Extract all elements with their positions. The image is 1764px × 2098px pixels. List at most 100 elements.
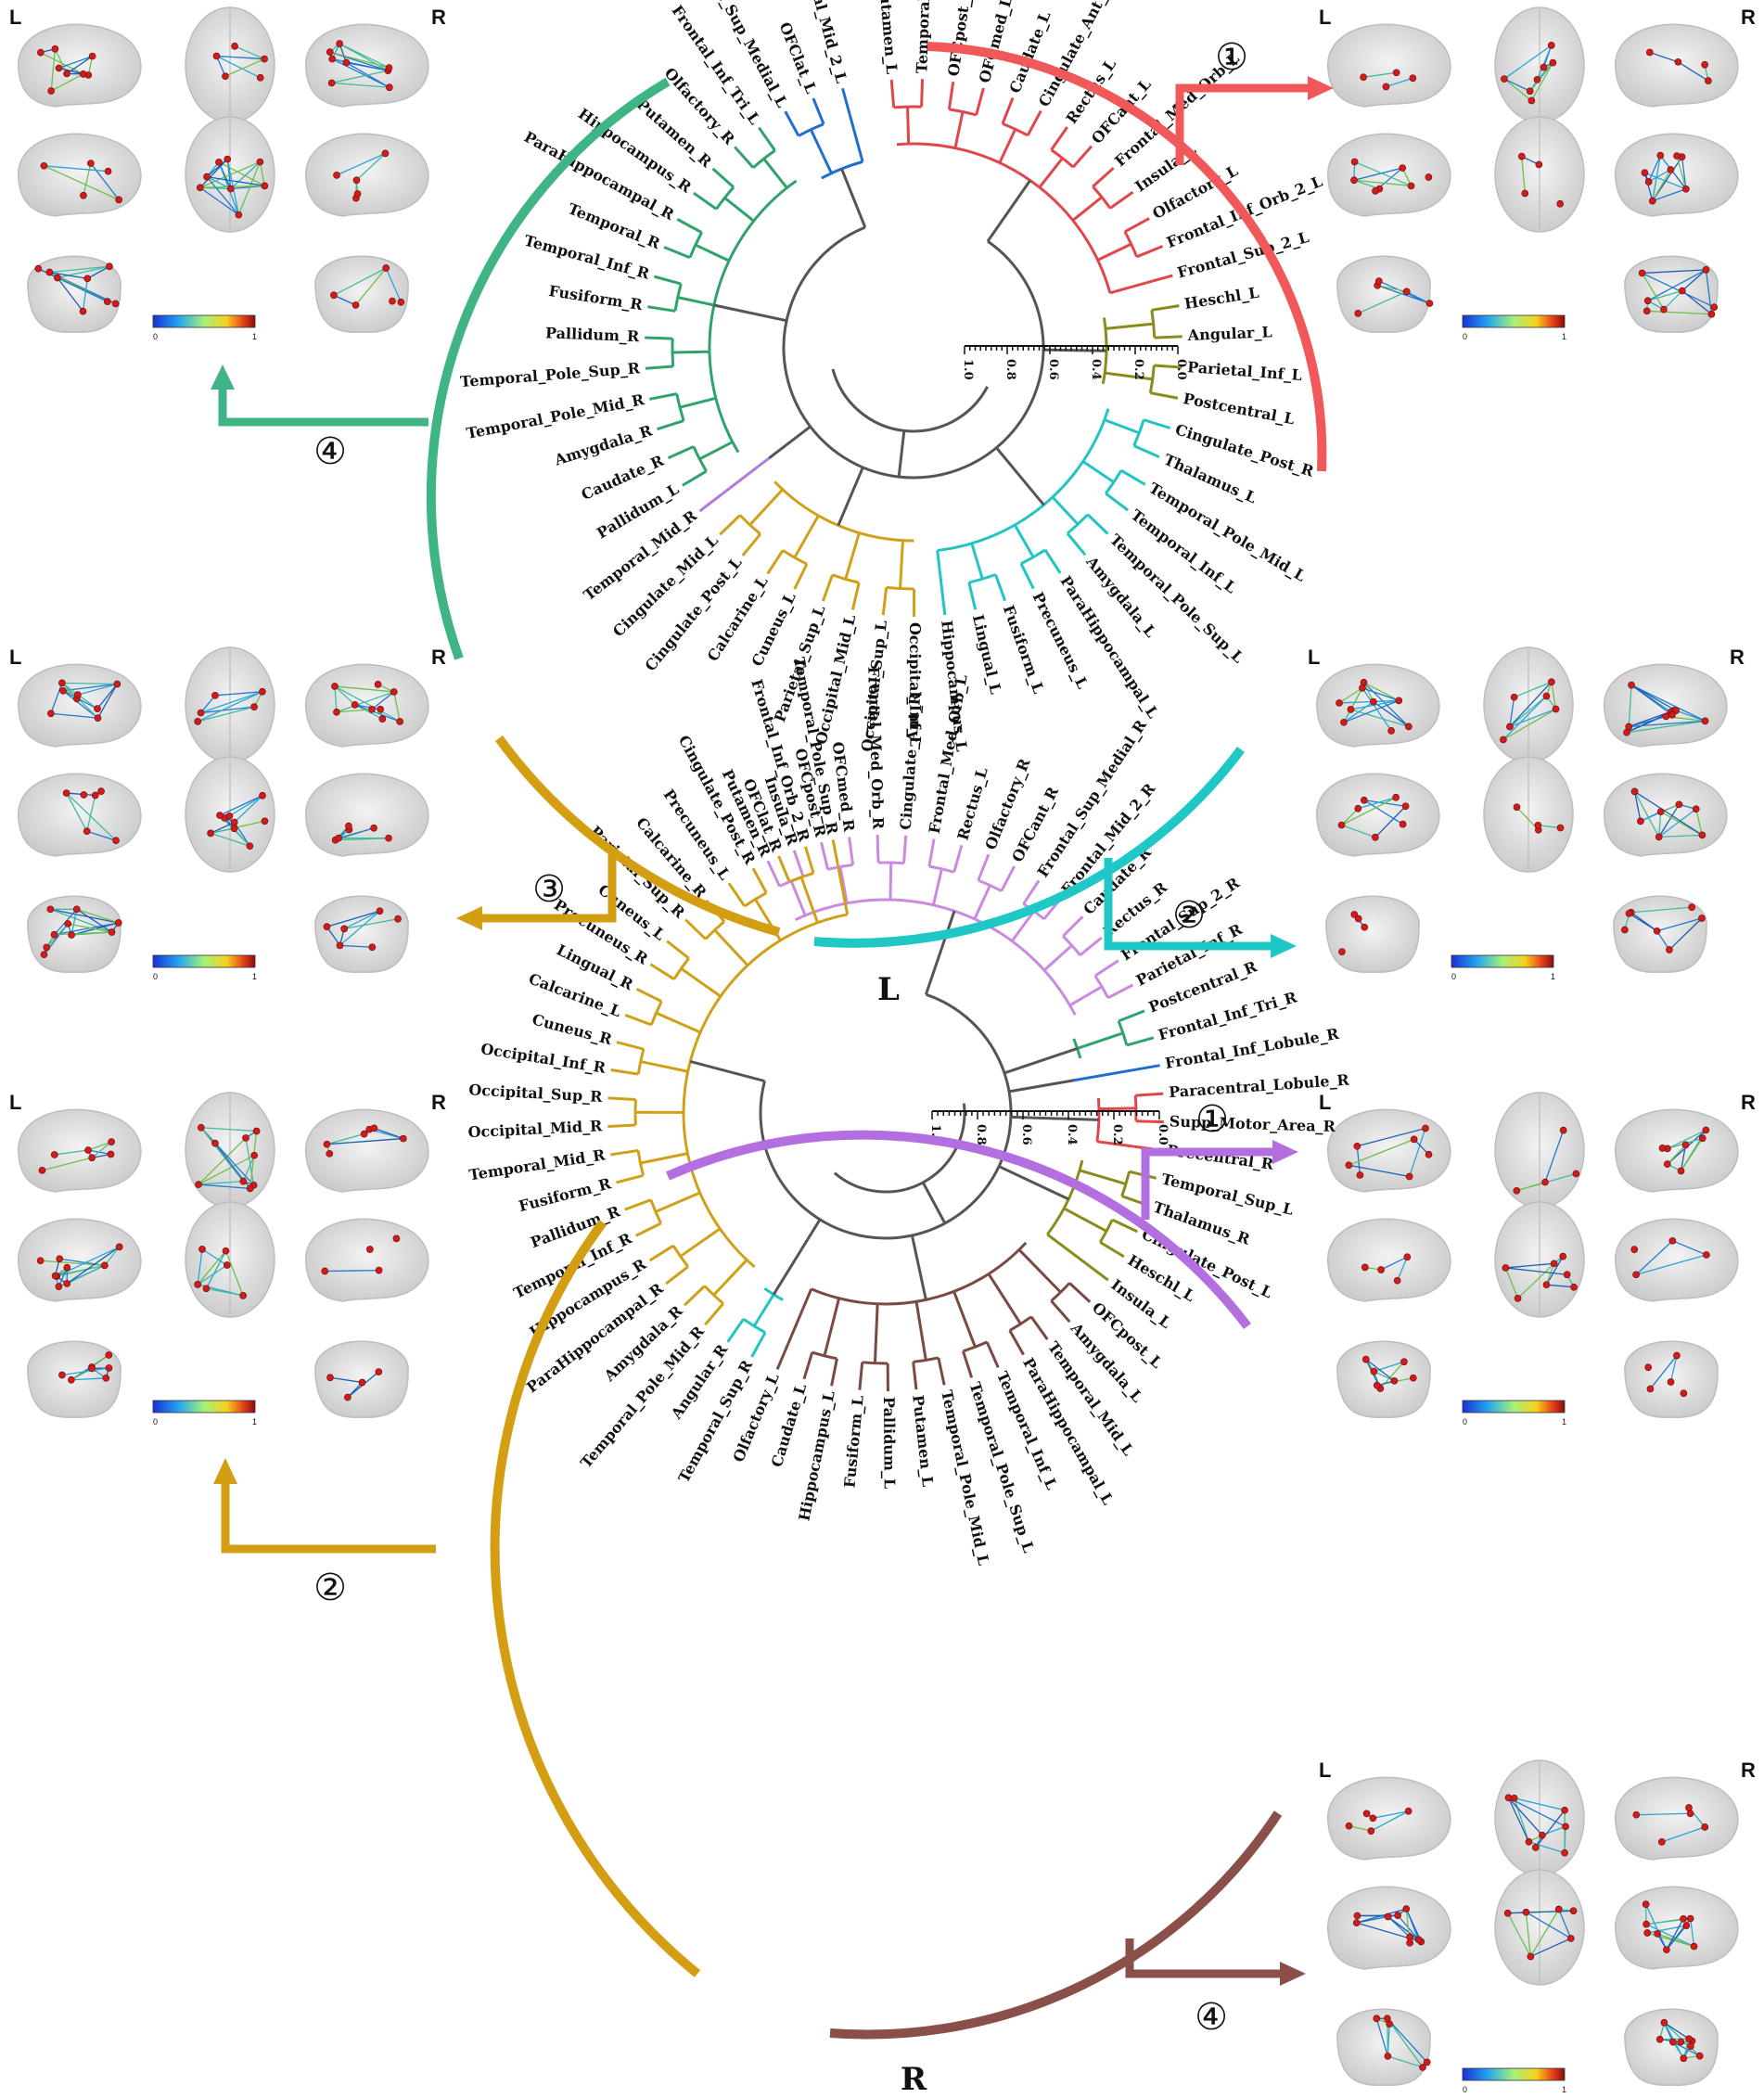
- arc-L-2: [813, 747, 1246, 948]
- region-node: [1644, 178, 1653, 185]
- arrow-L-3: [482, 853, 617, 923]
- trunk-branch: [840, 168, 867, 228]
- region-node: [207, 829, 214, 838]
- region-node: [1542, 692, 1551, 700]
- connectivity-edge: [54, 931, 112, 936]
- connectivity-edge: [56, 1246, 120, 1277]
- region-node: [1356, 1171, 1364, 1179]
- region-node: [335, 834, 343, 842]
- region-node: [1556, 199, 1565, 208]
- region-node: [34, 264, 43, 273]
- connectivity-edge: [1354, 160, 1412, 187]
- leaf-label: Occipital_Inf_L: [906, 622, 924, 747]
- connectivity-edge: [333, 267, 387, 296]
- connectivity-edge: [355, 267, 387, 306]
- connectivity-edge: [1363, 682, 1410, 727]
- cluster-stem: [888, 863, 893, 901]
- region-node: [1663, 1160, 1671, 1168]
- connectivity-edge: [210, 827, 235, 835]
- colorbar: [1451, 954, 1554, 968]
- region-node: [377, 705, 385, 713]
- connectivity-edge: [1505, 1267, 1567, 1275]
- region-node: [88, 1364, 96, 1373]
- connectivity-edge: [1676, 155, 1687, 189]
- region-node: [1535, 160, 1543, 169]
- region-node: [223, 1261, 231, 1269]
- region-node: [331, 683, 339, 690]
- region-node: [224, 155, 232, 163]
- connectivity-edge: [50, 712, 98, 719]
- region-node: [375, 1368, 383, 1375]
- connectivity-edge: [1535, 1810, 1566, 1849]
- region-node: [1353, 1912, 1361, 1920]
- connectivity-edge: [1681, 269, 1706, 292]
- region-node: [1666, 946, 1673, 953]
- cluster-stem: [914, 1301, 927, 1361]
- region-node: [1688, 903, 1695, 911]
- region-node: [1500, 736, 1507, 744]
- leaf-label: Cingulate_Ant_R: [897, 692, 925, 831]
- connectivity-edge: [86, 795, 96, 832]
- leaf-branch: [793, 563, 809, 590]
- connectivity-edge: [76, 908, 119, 924]
- region-node: [1503, 1909, 1512, 1917]
- connectivity-edge: [197, 691, 263, 723]
- connectivity-edge: [1365, 1359, 1395, 1382]
- region-node: [235, 211, 243, 219]
- connectivity-edge: [1663, 290, 1683, 311]
- leaf-branch: [1135, 1119, 1164, 1124]
- leaf-branch: [751, 867, 768, 894]
- connectivity-edge: [1387, 2017, 1424, 2068]
- cluster-subarc: [1117, 1020, 1129, 1046]
- region-node: [1675, 800, 1683, 809]
- leaf-branch: [607, 1096, 636, 1102]
- leaf-branch: [645, 365, 673, 370]
- arrowhead-R-1: [1272, 1140, 1298, 1164]
- leaf-branch: [1131, 1064, 1160, 1072]
- cluster-subarc: [913, 1356, 940, 1363]
- leaf-branch: [648, 1244, 674, 1262]
- cluster-stem: [1063, 1207, 1107, 1233]
- region-node: [1361, 796, 1368, 804]
- region-node: [382, 264, 390, 272]
- connectivity-edge: [326, 1137, 403, 1145]
- connectivity-edge: [70, 909, 78, 936]
- leaf-label: Putamen_L: [909, 1394, 937, 1488]
- region-node: [36, 48, 45, 57]
- leaf-branch: [876, 835, 880, 864]
- region-node: [97, 787, 105, 795]
- connectivity-edge: [200, 691, 263, 714]
- region-node: [1527, 1952, 1535, 1961]
- region-node: [1561, 1849, 1568, 1857]
- connectivity-edge: [214, 691, 262, 697]
- connectivity-edge: [1353, 167, 1403, 181]
- leaf-branch: [1136, 245, 1164, 259]
- region-node: [108, 1138, 115, 1145]
- connectivity-edge: [1646, 310, 1712, 315]
- leaf-label: Occipital_Inf_R: [479, 1040, 607, 1077]
- region-node: [51, 45, 59, 53]
- region-node: [1384, 1913, 1392, 1921]
- region-node: [63, 1263, 71, 1272]
- region-node: [1638, 269, 1646, 277]
- region-node: [1547, 41, 1555, 49]
- region-node: [1504, 1794, 1513, 1802]
- connectivity-edge: [55, 1264, 105, 1277]
- connectivity-edge: [1376, 285, 1407, 293]
- brain-lateral-view: [1327, 23, 1451, 108]
- connectivity-edge: [1374, 805, 1407, 838]
- cluster-stem: [1098, 1107, 1136, 1111]
- brain-lateral-view: [305, 133, 429, 217]
- region-node: [55, 1283, 63, 1290]
- region-node: [1402, 288, 1411, 296]
- leaf-branch: [1126, 1036, 1155, 1047]
- connectivity-edge: [1667, 1129, 1706, 1149]
- region-node: [103, 298, 111, 305]
- connectivity-edge: [1680, 1145, 1687, 1171]
- connectivity-edge: [1343, 701, 1374, 723]
- scale-tick-label: 0.6: [1019, 1124, 1033, 1145]
